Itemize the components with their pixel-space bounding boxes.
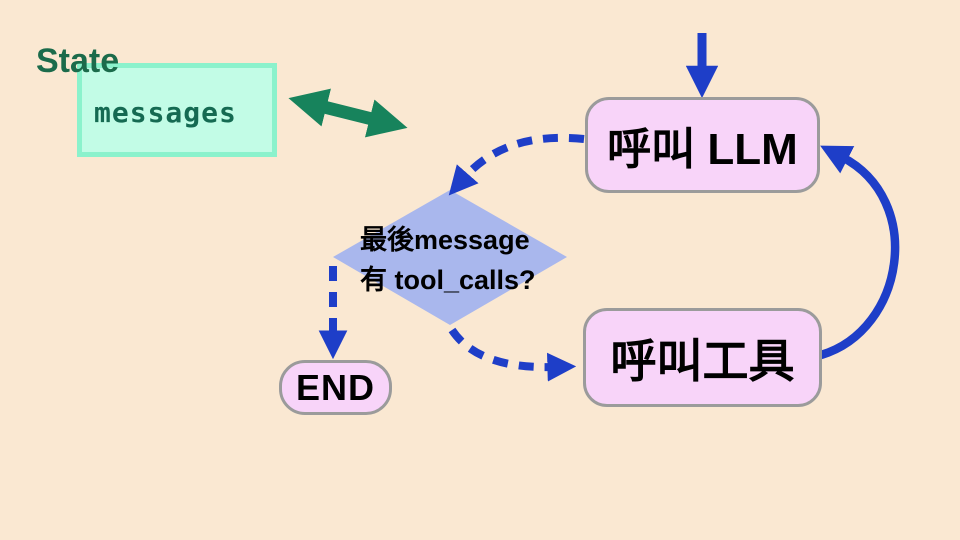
state-messages-box: messages — [77, 63, 277, 157]
node-end: END — [279, 360, 392, 415]
edge-llm-to-decision-arrow-icon — [448, 133, 585, 196]
decision-label-line1: 最後message — [360, 225, 530, 255]
decision-diamond — [333, 190, 567, 325]
decision-label: 最後message 有 tool_calls? — [360, 220, 536, 300]
node-call-tools-label: 呼叫工具 — [610, 334, 795, 387]
node-end-label: END — [295, 366, 375, 408]
state-sync-double-arrow-icon — [288, 88, 408, 138]
node-call-llm-label: 呼叫 LLM — [607, 125, 798, 174]
decision-label-line2: 有 tool_calls? — [360, 265, 536, 295]
node-call-tools: 呼叫工具 — [583, 308, 822, 407]
state-messages-label: messages — [94, 96, 237, 129]
edge-tools-to-llm-arrow-icon — [819, 145, 900, 360]
node-call-llm: 呼叫 LLM — [585, 97, 820, 193]
edge-decision-to-tools-arrow-icon — [448, 327, 577, 382]
state-title: State — [36, 42, 120, 80]
